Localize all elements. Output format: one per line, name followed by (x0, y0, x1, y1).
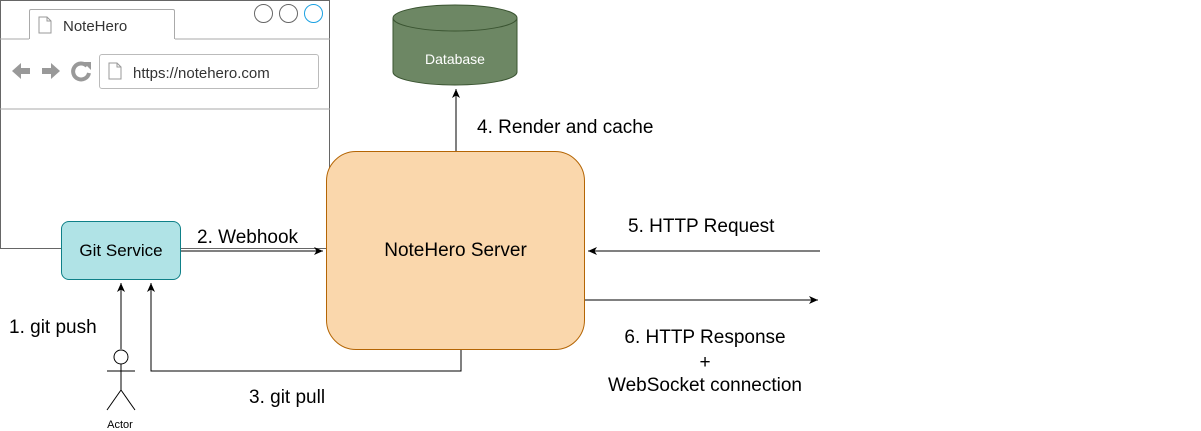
websocket-label: WebSocket connection (608, 375, 802, 396)
browser-tab[interactable]: NoteHero (29, 9, 175, 39)
page-icon (108, 62, 122, 80)
notehero-server-node: NoteHero Server (326, 151, 585, 350)
http-response-label: 6. HTTP Response (624, 327, 786, 348)
tab-title: NoteHero (63, 18, 128, 35)
render-cache-label: 4. Render and cache (477, 117, 654, 138)
reload-icon[interactable] (70, 60, 92, 82)
actor-label: Actor (107, 419, 133, 431)
browser-window: NoteHero https://notehero.com (0, 0, 330, 249)
git-pull-arrow (147, 283, 462, 372)
webhook-label: 2. Webhook (197, 227, 299, 248)
url-text: https://notehero.com (133, 65, 270, 82)
browser-chrome (0, 38, 330, 110)
actor-figure (106, 349, 136, 411)
page-icon (38, 16, 52, 34)
database-label: Database (425, 51, 485, 67)
http-request-label: 5. HTTP Request (628, 216, 775, 237)
git-service-node: Git Service (61, 221, 181, 280)
git-push-label: 1. git push (9, 317, 97, 338)
close-circle-icon[interactable] (304, 4, 323, 23)
database-cylinder (392, 4, 518, 86)
forward-arrow-icon[interactable] (40, 60, 62, 82)
maximize-circle-icon[interactable] (279, 4, 298, 23)
http-response-plus: + (699, 352, 711, 373)
minimize-circle-icon[interactable] (254, 4, 273, 23)
back-arrow-icon[interactable] (10, 60, 32, 82)
git-pull-label: 3. git pull (249, 387, 326, 408)
git-service-label: Git Service (79, 240, 163, 260)
address-bar[interactable]: https://notehero.com (99, 54, 319, 89)
notehero-server-label: NoteHero Server (384, 239, 527, 261)
